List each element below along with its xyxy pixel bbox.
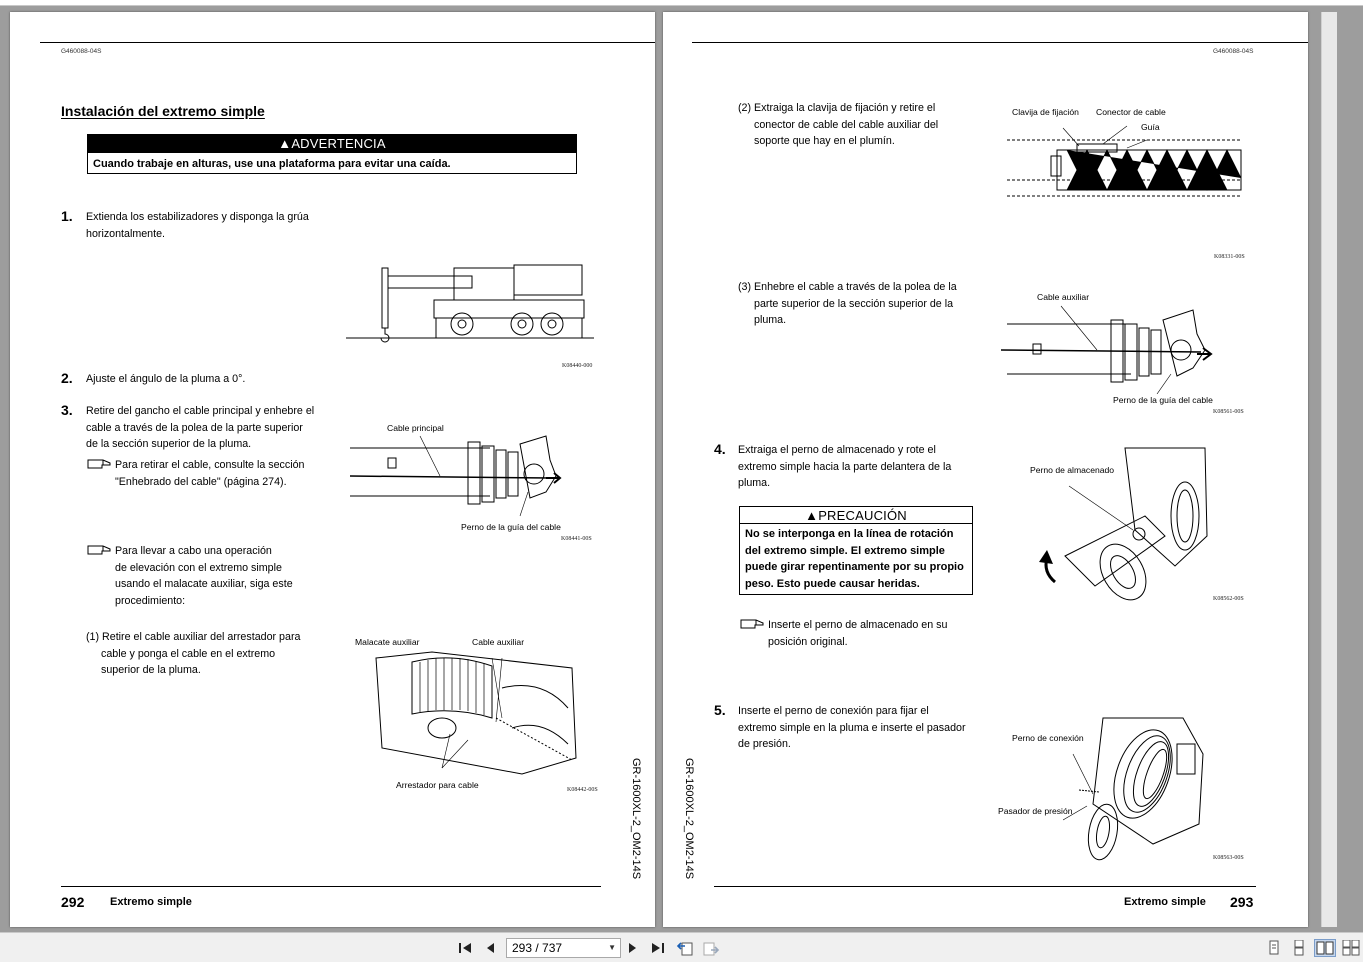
step-number: 2. — [61, 370, 73, 386]
forward-view-button[interactable] — [702, 939, 720, 957]
side-doc-code: GR-1600XL-2_OM2-14S — [683, 758, 695, 880]
step-text: Ajuste el ángulo de la pluma a 0°. — [86, 373, 246, 385]
two-page-view-button[interactable] — [1314, 939, 1336, 957]
figure-label: Perno de conexión — [1012, 733, 1084, 743]
hand-pointer-icon — [740, 619, 764, 629]
continuous-view-button[interactable] — [1290, 939, 1308, 957]
warning-triangle-icon: ▲ — [278, 136, 292, 151]
reference-text: Para retirar el cable, consulte la secci… — [115, 459, 305, 488]
step-number: 3. — [61, 402, 73, 418]
step-text: Extraiga el perno de almacenado y rote e… — [738, 444, 952, 490]
aux-winch-figure — [375, 651, 577, 775]
step-number: 4. — [714, 441, 726, 457]
doc-code: G460088-04S — [61, 48, 102, 55]
footer-title: Extremo simple — [110, 896, 192, 908]
figure-label: Clavija de fijación — [1012, 107, 1079, 117]
header-rule — [40, 42, 655, 43]
step-text: Inserte el perno de conexión para fijar … — [738, 705, 966, 751]
step-text: Retire del gancho el cable principal y e… — [86, 405, 315, 451]
previous-page-icon — [487, 943, 494, 953]
warning-box: ▲ADVERTENCIA Cuando trabaje en alturas, … — [87, 134, 577, 174]
single-page-icon — [1269, 940, 1279, 955]
next-page-icon — [629, 943, 636, 953]
section-title: Instalación del extremo simple — [61, 103, 265, 119]
first-page-button[interactable] — [456, 939, 474, 957]
footer-title: Extremo simple — [1124, 896, 1206, 908]
single-page-view-button[interactable] — [1265, 939, 1283, 957]
caution-body: No se interponga en la línea de rotación… — [745, 528, 964, 590]
side-doc-code: GR-1600XL-2_OM2-14S — [630, 758, 642, 880]
step-number: 1. — [61, 208, 73, 224]
two-page-continuous-button[interactable] — [1342, 939, 1360, 957]
figure-label: Arrestador para cable — [396, 780, 479, 790]
page-number: 292 — [61, 894, 85, 910]
step-text: Extienda los estabilizadores y disponga … — [86, 211, 309, 240]
last-page-button[interactable] — [649, 939, 667, 957]
continuous-page-icon — [1294, 940, 1304, 956]
back-view-button[interactable] — [676, 939, 694, 957]
viewer-toolbar: 293 / 737 ▼ — [0, 932, 1363, 962]
figure-code: K08331-00S — [1214, 254, 1245, 260]
jib-rotation-figure — [1039, 447, 1208, 601]
hand-pointer-icon — [87, 545, 111, 555]
figure-label: Cable auxiliar — [1037, 292, 1090, 302]
previous-page-button[interactable] — [481, 939, 499, 957]
chevron-down-icon: ▼ — [608, 943, 616, 952]
figure-code: K08562-00S — [1213, 596, 1244, 602]
top-strip — [0, 0, 1363, 6]
boom-head-figure — [350, 435, 562, 517]
crane-figure — [346, 264, 594, 343]
substep-text: (2) Extraiga la clavija de fijación y re… — [738, 102, 939, 148]
hand-pointer-icon — [87, 459, 111, 469]
note-text: Para llevar a cabo una operación de elev… — [115, 545, 293, 607]
figure-code: K08563-00S — [1213, 855, 1244, 861]
page-number: 293 — [1230, 894, 1254, 910]
figure-label: Cable principal — [387, 423, 444, 433]
next-page-button[interactable] — [624, 939, 642, 957]
header-rule — [692, 42, 1308, 43]
two-page-continuous-icon — [1342, 940, 1360, 956]
substep-text: (3) Enhebre el cable a través de la pole… — [738, 281, 957, 327]
reference-text: Inserte el perno de almacenado en su pos… — [768, 619, 948, 648]
figure-label: Perno de la guía del cable — [461, 522, 561, 532]
page-292: G460088-04S Instalación del extremo simp… — [10, 12, 655, 927]
caution-box: ▲PRECAUCIÓN No se interponga en la línea… — [739, 506, 973, 595]
page-indicator: 293 / 737 — [512, 941, 563, 955]
connection-pin-figure — [1063, 717, 1204, 861]
substep-text: (1) Retire el cable auxiliar del arresta… — [86, 631, 301, 677]
sheave-threading-figure — [1001, 305, 1213, 394]
figure-label: Pasador de presión — [998, 806, 1073, 816]
footer-rule — [714, 886, 1256, 887]
warning-heading: ▲ADVERTENCIA — [88, 135, 576, 153]
figure-label: Perno de la guía del cable — [1113, 395, 1213, 405]
page-293: G460088-04S (2) Extraiga la clavija de f… — [663, 12, 1308, 927]
page-number-select[interactable]: 293 / 737 ▼ — [506, 938, 621, 958]
figure-label: Cable auxiliar — [472, 637, 525, 647]
step-number: 5. — [714, 702, 726, 718]
vertical-scrollbar[interactable] — [1321, 12, 1337, 927]
figure-label: Conector de cable — [1096, 107, 1166, 117]
figure-label: Malacate auxiliar — [355, 637, 420, 647]
figure-label: Perno de almacenado — [1030, 465, 1115, 475]
figure-code: K08440-000 — [562, 363, 593, 369]
caution-triangle-icon: ▲ — [805, 508, 819, 523]
doc-code: G460088-04S — [1213, 48, 1254, 55]
jib-connector-figure — [1007, 125, 1242, 197]
figure-label: Guía — [1141, 122, 1160, 132]
warning-body: Cuando trabaje en alturas, use una plata… — [93, 158, 451, 170]
first-page-icon — [459, 943, 471, 953]
figure-code: K08561-00S — [1213, 409, 1244, 415]
back-view-icon — [676, 942, 693, 956]
figure-code: K08442-00S — [567, 787, 598, 793]
footer-rule — [61, 886, 601, 887]
caution-heading: ▲PRECAUCIÓN — [740, 507, 972, 524]
last-page-icon — [652, 943, 664, 953]
two-page-icon — [1316, 941, 1334, 955]
forward-view-icon — [703, 942, 720, 956]
figure-code: K08441-00S — [561, 536, 592, 542]
